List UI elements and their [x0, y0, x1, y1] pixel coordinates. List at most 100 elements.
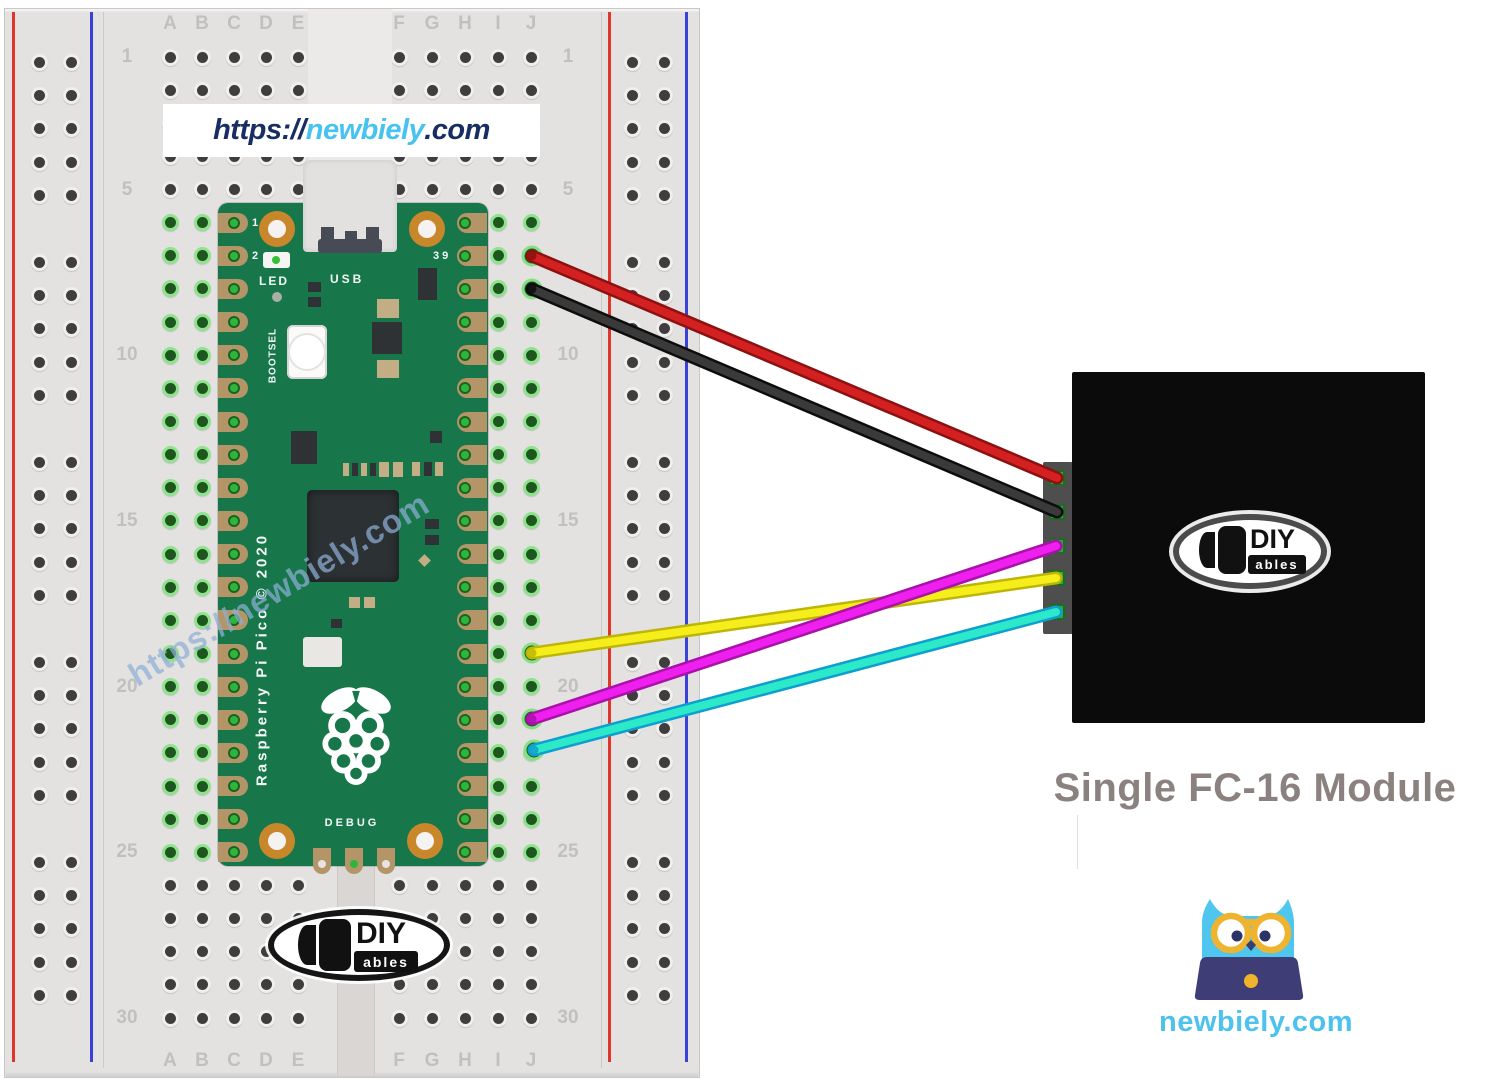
breadboard-hole	[289, 976, 307, 994]
breadboard-hole	[30, 453, 48, 471]
breadboard-hole	[62, 120, 80, 138]
breadboard-hole	[522, 181, 540, 199]
breadboard-hole	[623, 453, 641, 471]
breadboard-hole	[423, 877, 441, 894]
breadboard-hole-connected	[522, 545, 540, 563]
breadboard-hole-connected	[522, 711, 540, 729]
diyables-logo-module: DIY ables	[1173, 514, 1327, 589]
breadboard-hole	[390, 1009, 408, 1027]
breadboard-hole	[522, 910, 540, 928]
breadboard-hole-connected	[161, 744, 179, 762]
breadboard-hole-connected	[522, 247, 540, 265]
breadboard-hole	[623, 787, 641, 805]
breadboard-hole	[655, 486, 673, 504]
breadboard-hole-connected	[193, 247, 211, 265]
breadboard-hole	[62, 886, 80, 904]
bootsel-button	[287, 325, 327, 379]
breadboard-hole	[623, 387, 641, 405]
pico-pin-hole	[228, 780, 240, 793]
breadboard-hole-connected	[522, 479, 540, 497]
breadboard-hole-connected	[161, 379, 179, 397]
breadboard-hole-connected	[522, 313, 540, 331]
breadboard-hole-connected	[489, 214, 507, 232]
smd-component	[435, 462, 443, 476]
breadboard-hole-connected	[193, 512, 211, 530]
breadboard-hole-connected	[193, 446, 211, 464]
breadboard-hole	[62, 987, 80, 1005]
breadboard-hole	[390, 976, 408, 994]
url-protocol: https://	[213, 114, 306, 146]
pin39-label: 39	[433, 250, 452, 262]
breadboard-hole	[225, 910, 243, 928]
breadboard-hole	[193, 943, 211, 961]
breadboard-hole	[62, 520, 80, 538]
pico-pin-hole	[459, 481, 471, 494]
column-letter-top: E	[291, 13, 305, 34]
breadboard-hole	[623, 187, 641, 205]
breadboard-hole-connected	[489, 744, 507, 762]
breadboard-hole	[423, 181, 441, 199]
breadboard-hole	[30, 86, 48, 104]
pico-pin-hole	[459, 349, 471, 362]
breadboard-hole	[522, 1009, 540, 1027]
pico-pin-hole	[459, 216, 471, 229]
laptop-logo-dot	[1244, 974, 1258, 988]
pico-pin-hole	[228, 813, 240, 826]
breadboard-hole-connected	[161, 711, 179, 729]
smd-component	[425, 535, 439, 545]
breadboard-hole-connected	[522, 446, 540, 464]
pico-pin-hole	[459, 813, 471, 826]
breadboard-hole-connected	[522, 346, 540, 364]
breadboard-hole	[655, 987, 673, 1005]
column-letter-bottom: I	[495, 1050, 501, 1071]
smd-component	[424, 462, 432, 476]
breadboard-hole	[225, 943, 243, 961]
breadboard-hole-connected	[193, 346, 211, 364]
pico-pin-hole	[228, 249, 240, 262]
breadboard-hole	[456, 976, 474, 994]
breadboard-hole	[623, 587, 641, 605]
breadboard-hole	[655, 286, 673, 304]
breadboard-hole-connected	[522, 611, 540, 629]
pico-pin-hole	[459, 316, 471, 329]
breadboard-hole	[193, 910, 211, 928]
breadboard-hole	[623, 920, 641, 938]
raspberry-pi-logo	[321, 687, 391, 785]
pico-pin-hole	[459, 846, 471, 859]
column-letter-top: B	[195, 13, 209, 34]
breadboard-hole-connected	[193, 545, 211, 563]
newbiely-owl-logo	[1194, 899, 1304, 1000]
breadboard-hole	[30, 387, 48, 405]
column-letter-top: C	[227, 13, 241, 34]
breadboard-hole-connected	[161, 247, 179, 265]
mount-hole-bottom-right	[407, 823, 443, 859]
breadboard-hole	[655, 120, 673, 138]
usb-plug-icon	[318, 239, 382, 253]
breadboard-hole-connected	[489, 446, 507, 464]
breadboard-hole	[62, 387, 80, 405]
breadboard-hole	[390, 48, 408, 66]
breadboard-hole	[423, 1009, 441, 1027]
breadboard-hole-connected	[489, 379, 507, 397]
pico-pin-hole	[228, 614, 240, 627]
breadboard-hole	[522, 943, 540, 961]
breadboard-hole-connected	[522, 379, 540, 397]
breadboard-hole-connected	[193, 810, 211, 828]
breadboard-hole	[390, 877, 408, 894]
breadboard-hole	[30, 653, 48, 671]
breadboard-hole	[161, 976, 179, 994]
breadboard-hole-connected	[193, 645, 211, 663]
breadboard-hole-connected	[489, 843, 507, 861]
breadboard-hole	[623, 153, 641, 171]
module-title: Single FC-16 Module	[1053, 766, 1457, 810]
breadboard-hole-connected	[161, 810, 179, 828]
diyables-ables-text: ables	[354, 951, 418, 972]
breadboard-hole	[623, 987, 641, 1005]
breadboard-hole	[62, 153, 80, 171]
row-number-left: 1	[121, 46, 133, 67]
pico-led	[263, 252, 290, 268]
breadboard-hole	[30, 753, 48, 771]
bootsel-label: BOOTSEL	[267, 327, 279, 384]
pico-pin-hole	[228, 548, 240, 561]
right-rail-negative-line	[685, 12, 688, 1062]
